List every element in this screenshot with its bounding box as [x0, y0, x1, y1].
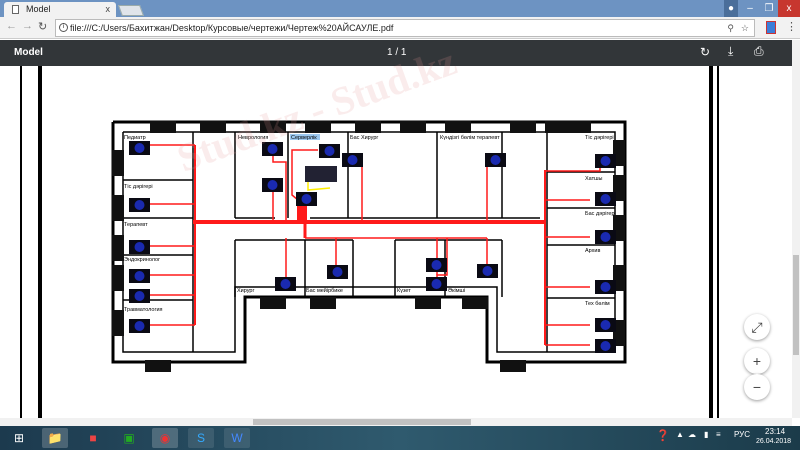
show-hidden-icons[interactable]: ▲: [676, 430, 684, 439]
room-label: Күндізгі бөлім терапевт: [440, 135, 500, 141]
help-icon[interactable]: ❓: [656, 430, 670, 442]
room-label: Бас дәрігер: [585, 211, 615, 217]
url-text: file:///C:/Users/Бахитжан/Desktop/Курсов…: [70, 23, 394, 33]
room-label: Хирург: [237, 288, 255, 294]
room-label: Эндокринолог: [124, 257, 160, 263]
zoom-icon[interactable]: ⚲: [727, 23, 734, 33]
language-indicator[interactable]: РУС: [734, 430, 751, 439]
window: [260, 297, 286, 309]
extension-icon[interactable]: [766, 21, 776, 34]
computers: [129, 141, 616, 353]
app-icon[interactable]: ■: [89, 431, 97, 445]
window: [445, 121, 471, 133]
label-highlight: [290, 134, 320, 140]
chrome-icon[interactable]: ◉: [152, 428, 178, 448]
inner-walls: [123, 132, 615, 352]
room-label: Тіс дәрігері: [585, 135, 614, 141]
room-label: Бас мейірбике: [306, 287, 343, 294]
room-label: Педиатр: [124, 135, 146, 141]
window: [260, 121, 286, 133]
network-icon[interactable]: ≡: [716, 430, 721, 439]
print-icon[interactable]: ⎙: [754, 44, 764, 58]
fit-to-page-button[interactable]: ⤢: [744, 314, 770, 340]
window: [500, 360, 526, 372]
file-explorer-icon[interactable]: 📁: [42, 428, 68, 448]
minimize-button[interactable]: –: [747, 3, 753, 14]
window: [112, 235, 124, 261]
cloud-icon[interactable]: ☁: [688, 430, 696, 439]
window: [200, 121, 226, 133]
clock-date[interactable]: 26.04.2018: [756, 438, 792, 445]
room-label: Терапевт: [124, 222, 148, 228]
menu-icon[interactable]: ⋮: [786, 21, 797, 33]
room-label: Күзет: [397, 288, 411, 294]
scroll-thumb[interactable]: [793, 255, 799, 355]
room-label: Бас Хирург: [350, 135, 378, 141]
info-icon: i: [59, 23, 68, 32]
back-button[interactable]: ←: [6, 20, 17, 32]
window: [355, 121, 381, 133]
window: [145, 360, 171, 372]
server-rack-icon: [305, 166, 337, 182]
skype-icon[interactable]: S: [188, 428, 214, 448]
horizontal-scrollbar[interactable]: [0, 418, 792, 426]
page-indicator: 1 / 1: [387, 47, 407, 58]
room-label: Травматология: [124, 307, 163, 313]
pdf-title: Model: [14, 47, 43, 58]
reload-button[interactable]: ↻: [38, 21, 48, 33]
windows: [112, 121, 625, 372]
window: [112, 195, 124, 221]
room-label: Архив: [585, 248, 600, 254]
vertical-scrollbar[interactable]: [792, 40, 800, 418]
start-button[interactable]: ⊞: [13, 431, 25, 445]
maximize-button[interactable]: ❐: [764, 3, 774, 14]
window: [565, 121, 591, 133]
network-cables: [138, 144, 601, 346]
browser-tab[interactable]: Model x: [4, 2, 116, 17]
room-label: Тіс дәрігері: [124, 184, 153, 190]
window: [510, 121, 536, 133]
document-icon: [12, 5, 19, 14]
user-icon[interactable]: ●: [724, 0, 738, 17]
window: [310, 297, 336, 309]
room-label: Әкімші: [448, 288, 465, 294]
window: [462, 297, 488, 309]
window: [305, 121, 331, 133]
pdf-toolbar: Model 1 / 1 ↻ ⤓ ⎙: [0, 40, 792, 66]
room-label: Хатшы: [585, 176, 603, 182]
room-label: Серверлік: [291, 135, 317, 141]
zoom-in-button[interactable]: +: [744, 348, 770, 374]
scroll-thumb[interactable]: [253, 419, 471, 425]
bookmark-star-icon[interactable]: ☆: [740, 23, 749, 33]
close-button[interactable]: x: [778, 0, 800, 17]
zoom-out-button[interactable]: −: [744, 374, 770, 400]
window: [112, 150, 124, 176]
download-icon[interactable]: ⤓: [728, 44, 734, 58]
word-icon[interactable]: W: [224, 428, 250, 448]
clock-time[interactable]: 23:14: [765, 427, 786, 436]
window: [400, 121, 426, 133]
forward-button[interactable]: →: [22, 20, 33, 32]
window: [150, 121, 176, 133]
room-label: Неврология: [238, 135, 268, 141]
store-icon[interactable]: ▣: [123, 431, 135, 445]
tab-title: Model: [26, 4, 51, 14]
new-tab-button[interactable]: [117, 5, 145, 16]
taskbar: ⊞ 📁 ■ ▣ ◉ S W ❓ ▲ ☁ ▮ ≡ РУС 23:14 26.04.…: [0, 426, 800, 450]
rotate-icon[interactable]: ↻: [700, 45, 711, 59]
tab-close-button[interactable]: x: [105, 4, 111, 14]
window: [545, 121, 571, 133]
room-label: Тех бөлім: [585, 301, 610, 307]
window: [112, 265, 124, 291]
window: [415, 297, 441, 309]
window: [112, 310, 124, 336]
title-bar: Model x ● – ❐ x: [0, 0, 800, 17]
battery-icon[interactable]: ▮: [704, 430, 709, 439]
